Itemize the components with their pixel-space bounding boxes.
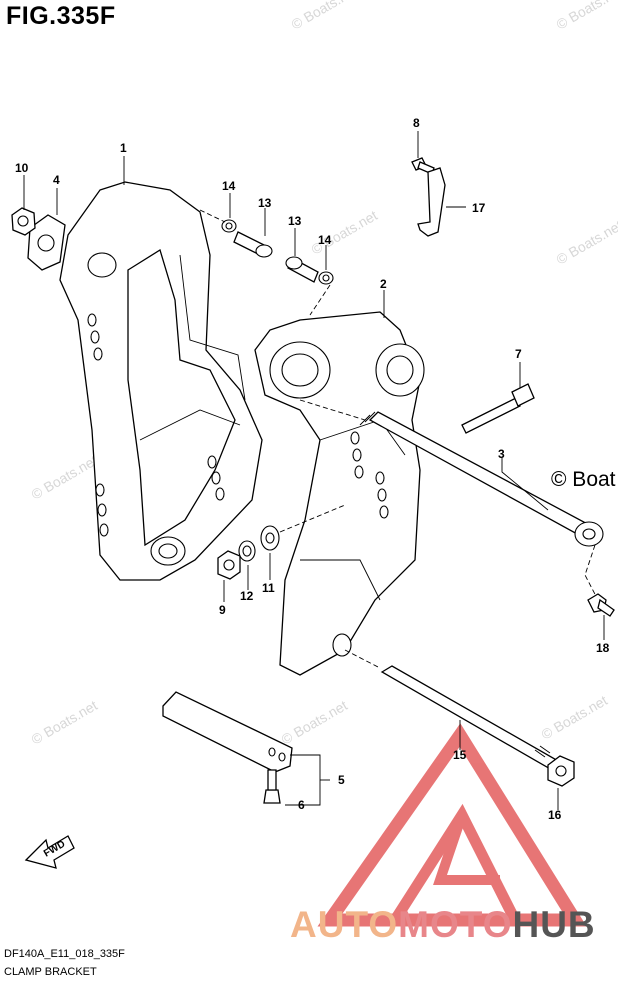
bolt-part-6 bbox=[263, 769, 281, 804]
brand-hub: HUB bbox=[512, 904, 596, 945]
watermark-boats: © Boats.net bbox=[29, 697, 101, 748]
callout-10: 10 bbox=[15, 161, 29, 175]
watermark-boats: © Boats.net bbox=[554, 217, 618, 268]
clip-part-17 bbox=[417, 167, 446, 237]
fwd-arrow: FWD bbox=[24, 835, 75, 869]
washer-part-12 bbox=[238, 540, 256, 562]
callout-12: 12 bbox=[240, 589, 254, 603]
dash-line-washers bbox=[279, 504, 346, 533]
callout-16: 16 bbox=[548, 808, 562, 822]
clamp-bracket-right bbox=[254, 311, 425, 676]
dash-line-top-mid bbox=[309, 284, 331, 316]
bolt-part-13-b bbox=[285, 256, 319, 283]
dash-line-top-left bbox=[199, 209, 226, 223]
callout-3: 3 bbox=[498, 447, 505, 461]
callout-17: 17 bbox=[472, 201, 486, 215]
callout-4: 4 bbox=[53, 173, 60, 187]
nut-part-10 bbox=[11, 207, 36, 236]
watermark-boats: © Boats.net bbox=[279, 697, 351, 748]
callout-numbers: 1 2 3 4 5 6 7 8 9 10 11 12 13 13 14 14 1… bbox=[15, 116, 610, 822]
clamp-bracket-left bbox=[59, 181, 263, 581]
bolt-part-7 bbox=[461, 383, 535, 434]
dash-line-18 bbox=[584, 544, 599, 601]
nut-part-9 bbox=[217, 550, 241, 580]
clamp-tube bbox=[359, 411, 604, 547]
watermark-boats: © Boats.net bbox=[539, 692, 611, 743]
leader-lines bbox=[23, 131, 605, 810]
callout-14: 14 bbox=[318, 233, 332, 247]
callout-18: 18 bbox=[596, 641, 610, 655]
plate-part-5 bbox=[162, 691, 293, 773]
bolt-part-18 bbox=[587, 593, 615, 617]
watermark-boats: © Boats.net bbox=[29, 452, 101, 503]
dash-line-rod bbox=[344, 649, 381, 669]
plate-part-4 bbox=[27, 214, 66, 271]
brand-logo-triangle bbox=[317, 723, 587, 927]
watermark-boat-large: © Boat bbox=[551, 468, 616, 491]
washer-part-14-a bbox=[221, 219, 237, 233]
watermark-boats: © Boats.net bbox=[289, 0, 361, 33]
brand-auto: AUTO bbox=[290, 904, 399, 945]
callout-14: 14 bbox=[222, 179, 236, 193]
brand-moto: MOTO bbox=[398, 904, 513, 945]
washer-part-11 bbox=[260, 525, 280, 551]
brand-watermark: AUTOMOTOHUB bbox=[290, 904, 596, 946]
bolt-part-13-a bbox=[233, 231, 273, 258]
callout-1: 1 bbox=[120, 141, 127, 155]
callout-11: 11 bbox=[262, 581, 275, 595]
callout-15: 15 bbox=[453, 748, 467, 762]
figure-name: CLAMP BRACKET bbox=[4, 966, 97, 978]
dash-line-tube bbox=[299, 399, 366, 421]
watermark-boats: © Boats.net bbox=[554, 0, 618, 33]
figure-title: FIG.335F bbox=[6, 2, 116, 30]
callout-8: 8 bbox=[413, 116, 420, 130]
callout-9: 9 bbox=[219, 603, 226, 617]
callout-2: 2 bbox=[380, 277, 387, 291]
callout-6: 6 bbox=[298, 798, 305, 812]
callout-5: 5 bbox=[338, 773, 345, 787]
washer-part-14-b bbox=[318, 271, 334, 285]
figure-code: DF140A_E11_018_335F bbox=[4, 948, 125, 960]
callout-13: 13 bbox=[258, 196, 272, 210]
callout-13: 13 bbox=[288, 214, 302, 228]
callout-7: 7 bbox=[515, 347, 522, 361]
nut-part-16 bbox=[547, 755, 575, 787]
